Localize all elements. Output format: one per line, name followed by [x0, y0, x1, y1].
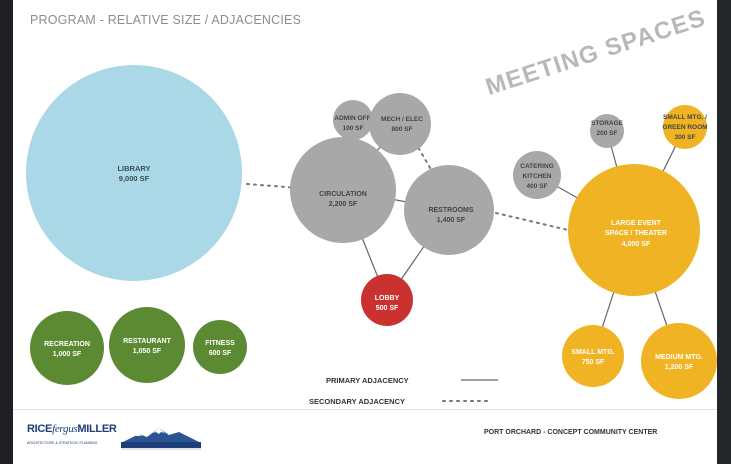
restaurant-label: RESTAURANT: [123, 338, 171, 345]
library-label: LIBRARY: [117, 164, 150, 173]
firm-tagline: ARCHITECTURE & STRATEGIC PLANNING: [27, 441, 98, 445]
legend-secondary-label: SECONDARY ADJACENCY: [309, 397, 405, 406]
medium-mtg-space: MEDIUM MTG. 1,200 SF: [641, 323, 717, 399]
fitness-circle: [193, 320, 247, 374]
secondary-link-mech-restrooms: [414, 141, 434, 174]
restaurant-circle: [109, 307, 185, 383]
slide: PROGRAM - RELATIVE SIZE / ADJACENCIES LI…: [13, 0, 730, 464]
fitness-area: 600 SF: [209, 350, 232, 357]
adjacency-diagram: LIBRARY 9,000 SF ADMIN OFF. 100 SF MECH …: [26, 65, 717, 402]
catering-space: CATERING KITCHEN 400 SF: [513, 151, 561, 199]
admin-space: ADMIN OFF. 100 SF: [333, 100, 373, 140]
storage-area: 200 SF: [597, 130, 618, 137]
restaurant-area: 1,050 SF: [133, 348, 162, 355]
page-title: PROGRAM - RELATIVE SIZE / ADJACENCIES: [30, 13, 302, 27]
firm-name-c: MILLER: [77, 423, 117, 435]
catering-label-1: CATERING: [520, 163, 553, 170]
library-area: 9,000 SF: [119, 174, 150, 183]
admin-area: 100 SF: [343, 125, 364, 132]
catering-circle: [513, 151, 561, 199]
green-room-space: SMALL MTG. / GREEN ROOM 300 SF: [662, 105, 708, 149]
circulation-circle: [290, 137, 396, 243]
firm-logo: RICEfergusMILLER: [27, 423, 117, 435]
recreation-label: RECREATION: [44, 341, 90, 348]
library-circle: [26, 65, 242, 281]
lobby-circle: [361, 274, 413, 326]
storage-label: STORAGE: [591, 120, 624, 127]
restrooms-circle: [404, 165, 494, 255]
green-room-area: 300 SF: [675, 134, 696, 141]
firm-name-a: RICE: [27, 423, 53, 435]
project-title: PORT ORCHARD - CONCEPT COMMUNITY CENTER: [484, 429, 658, 436]
restaurant-space: RESTAURANT 1,050 SF: [109, 307, 185, 383]
mech-label: MECH / ELEC: [381, 116, 423, 123]
medium-mtg-label: MEDIUM MTG.: [655, 354, 703, 361]
large-event-space: LARGE EVENT SPACE / THEATER 4,000 SF: [568, 164, 700, 296]
admin-label: ADMIN OFF.: [334, 115, 371, 122]
large-event-circle: [568, 164, 700, 296]
green-room-label-2: GREEN ROOM: [662, 124, 707, 131]
circulation-space: CIRCULATION 2,200 SF: [290, 137, 396, 243]
legend-primary-label: PRIMARY ADJACENCY: [326, 376, 409, 385]
window-edge: [717, 0, 731, 464]
circulation-area: 2,200 SF: [329, 201, 358, 208]
restrooms-space: RESTROOMS 1,400 SF: [404, 165, 494, 255]
fitness-label: FITNESS: [205, 340, 235, 347]
large-event-label-2: SPACE / THEATER: [605, 230, 667, 237]
mech-area: 800 SF: [392, 126, 413, 133]
storage-space: STORAGE 200 SF: [590, 114, 624, 148]
medium-mtg-area: 1,200 SF: [665, 364, 694, 371]
small-mtg-circle: [562, 325, 624, 387]
lobby-area: 500 SF: [376, 305, 399, 312]
mech-space: MECH / ELEC 800 SF: [369, 93, 431, 155]
admin-circle: [333, 100, 373, 140]
firm-name-b: fergus: [52, 423, 78, 435]
small-mtg-label: SMALL MTG.: [571, 349, 614, 356]
small-mtg-space: SMALL MTG. 750 SF: [562, 325, 624, 387]
catering-area: 400 SF: [527, 183, 548, 190]
recreation-space: RECREATION 1,000 SF: [30, 311, 104, 385]
medium-mtg-circle: [641, 323, 717, 399]
mech-circle: [369, 93, 431, 155]
library-space: LIBRARY 9,000 SF: [26, 65, 242, 281]
catering-label-2: KITCHEN: [523, 173, 552, 180]
large-event-label-1: LARGE EVENT: [611, 220, 662, 227]
large-event-area: 4,000 SF: [622, 241, 651, 248]
lobby-label: LOBBY: [375, 295, 400, 302]
mountain-logo-icon: [121, 428, 201, 450]
green-room-label-1: SMALL MTG. /: [663, 114, 707, 121]
recreation-circle: [30, 311, 104, 385]
lobby-space: LOBBY 500 SF: [361, 274, 413, 326]
green-room-circle: [663, 105, 707, 149]
circulation-label: CIRCULATION: [319, 191, 367, 198]
storage-circle: [590, 114, 624, 148]
recreation-area: 1,000 SF: [53, 351, 82, 358]
restrooms-area: 1,400 SF: [437, 217, 466, 224]
restrooms-label: RESTROOMS: [428, 207, 473, 214]
secondary-link-restrooms-largeevent: [495, 212, 569, 231]
fitness-space: FITNESS 600 SF: [193, 320, 247, 374]
small-mtg-area: 750 SF: [582, 359, 605, 366]
footer: RICEfergusMILLER ARCHITECTURE & STRATEGI…: [13, 409, 730, 464]
